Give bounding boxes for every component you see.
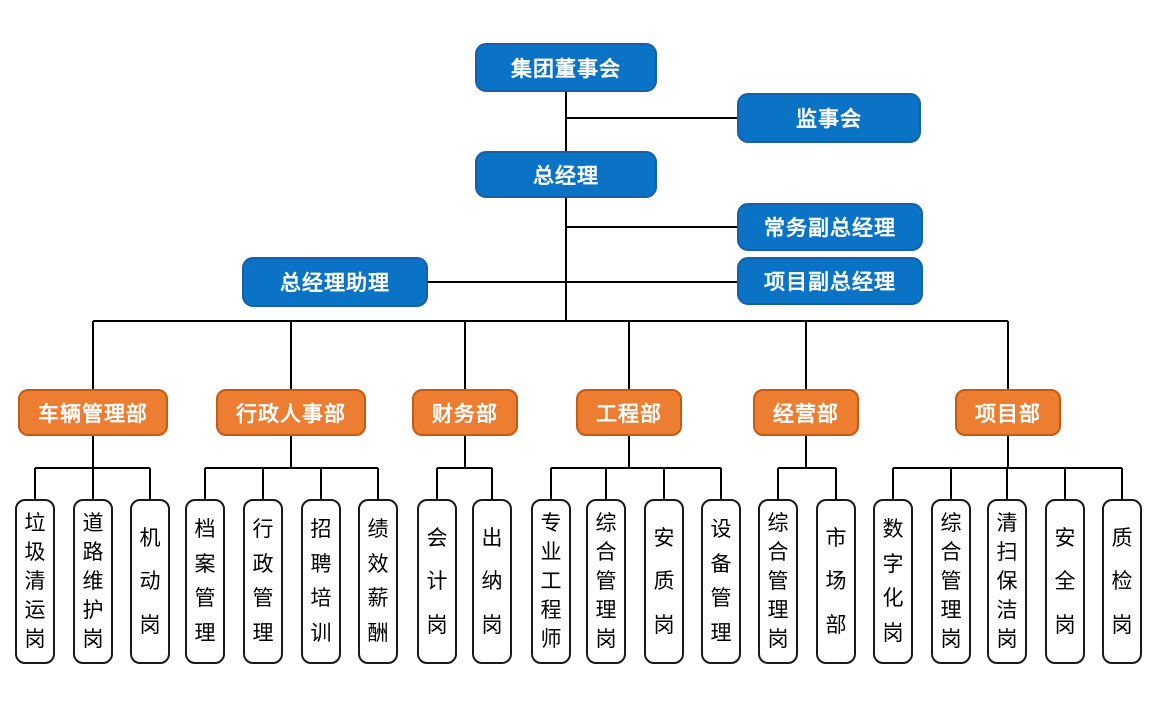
node-project-deputy-gm: 项目副总经理 xyxy=(737,257,923,305)
position-box-general-mgmt-ops: 综合管理岗 xyxy=(758,499,798,664)
position-box-accounting: 会计岗 xyxy=(417,499,457,664)
dept-vehicle-management: 车辆管理部 xyxy=(18,389,168,436)
dept-engineering: 工程部 xyxy=(576,389,682,436)
position-box-archives-mgmt: 档案管理 xyxy=(185,499,225,664)
position-box-admin-mgmt: 行政管理 xyxy=(243,499,283,664)
dept-operations: 经营部 xyxy=(753,389,859,436)
node-executive-deputy-gm: 常务副总经理 xyxy=(737,203,923,251)
position-box-recruit-training: 招聘培训 xyxy=(301,499,341,664)
dept-admin-hr: 行政人事部 xyxy=(216,389,366,436)
position-box-digitalization: 数字化岗 xyxy=(873,499,913,664)
position-box-cleaning: 清扫保洁岗 xyxy=(987,499,1027,664)
node-general-manager: 总经理 xyxy=(475,151,657,198)
position-box-market: 市场部 xyxy=(816,499,856,664)
position-box-safety: 安全岗 xyxy=(1045,499,1085,664)
position-box-garbage-removal: 垃圾清运岗 xyxy=(15,499,55,664)
position-box-safety-quality: 安质岗 xyxy=(644,499,684,664)
position-box-pro-engineer: 专业工程师 xyxy=(531,499,571,664)
dept-project: 项目部 xyxy=(955,389,1061,436)
position-box-general-mgmt-prj: 综合管理岗 xyxy=(931,499,971,664)
position-box-general-mgmt-eng: 综合管理岗 xyxy=(586,499,626,664)
dept-finance: 财务部 xyxy=(412,389,518,436)
position-box-quality-check: 质检岗 xyxy=(1102,499,1142,664)
node-gm-assistant: 总经理助理 xyxy=(242,257,428,307)
position-box-cashier: 出纳岗 xyxy=(472,499,512,664)
position-box-mobile: 机动岗 xyxy=(130,499,170,664)
position-box-equipment-mgmt: 设备管理 xyxy=(701,499,741,664)
position-box-road-maintenance: 道路维护岗 xyxy=(73,499,113,664)
node-supervisory-board: 监事会 xyxy=(737,93,921,143)
position-box-performance-pay: 绩效薪酬 xyxy=(358,499,398,664)
node-group-board: 集团董事会 xyxy=(475,43,657,92)
